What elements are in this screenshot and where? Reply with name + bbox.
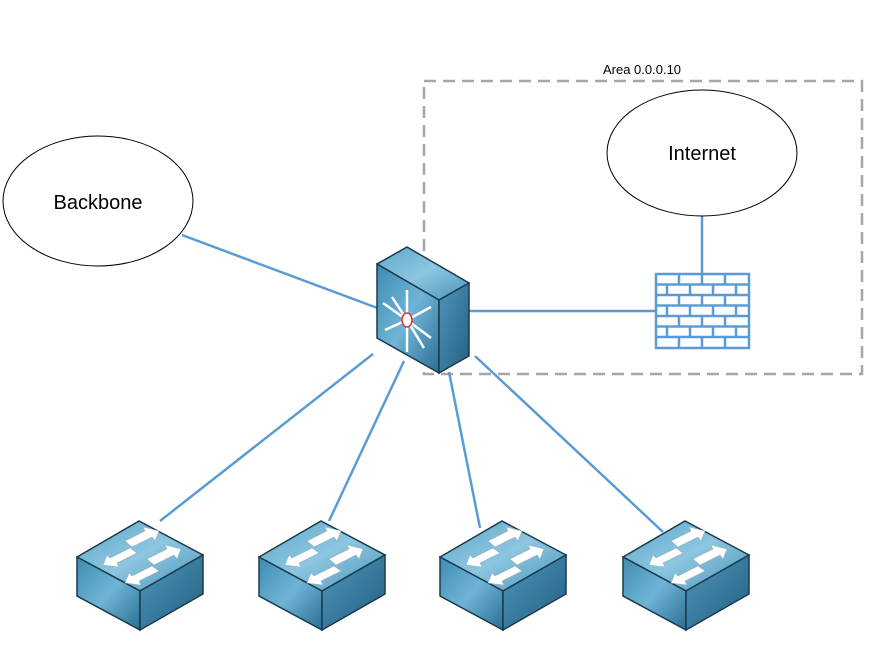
switch-icon-2[interactable] <box>258 520 386 631</box>
backbone-cloud[interactable]: Backbone <box>2 135 194 267</box>
area-boundary <box>422 79 864 376</box>
backbone-label: Backbone <box>54 192 143 214</box>
switch-icon-3[interactable] <box>439 520 567 631</box>
lock-icon <box>401 312 413 328</box>
link-core-sw3 <box>447 371 482 529</box>
switch-icon-4[interactable] <box>622 520 750 631</box>
link-core-sw2 <box>327 360 406 522</box>
links <box>159 216 704 533</box>
internet-cloud[interactable]: Internet <box>606 89 798 217</box>
firewall-icon[interactable] <box>654 272 751 350</box>
link-backbone-core <box>181 233 381 311</box>
link-core-sw4 <box>474 355 664 533</box>
switch-icon-1[interactable] <box>76 520 204 631</box>
internet-label: Internet <box>668 143 736 165</box>
multilayer-switch-icon[interactable] <box>375 246 471 375</box>
link-core-sw1 <box>159 353 374 522</box>
area-label: Area 0.0.0.10 <box>603 62 681 77</box>
